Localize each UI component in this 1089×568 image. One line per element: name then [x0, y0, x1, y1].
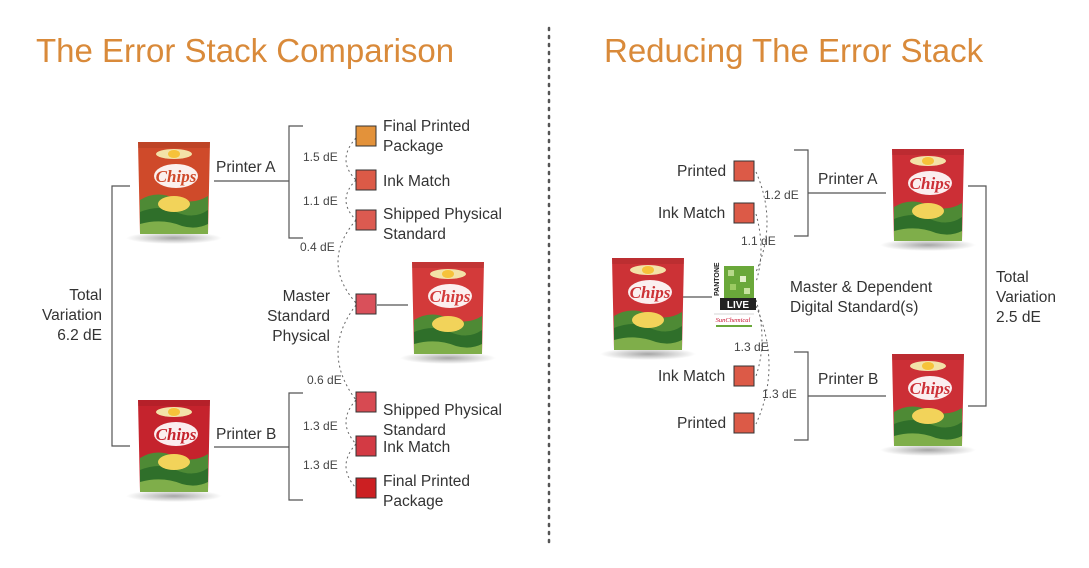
right-printer-b-label: Printer B: [818, 371, 879, 388]
label-ink-match-b: Ink Match: [383, 439, 451, 456]
right-dotted-arcs: [755, 171, 770, 425]
chip-bag-right-printer-b: [880, 354, 976, 456]
de-label: 1.2 dE: [764, 188, 799, 202]
de-label: 1.3 dE: [303, 419, 338, 433]
pantone-live-logo: LIVE PANTONE SunChemical: [712, 262, 756, 330]
chip-bag-master: [400, 262, 496, 364]
de-label: 1.3 dE: [734, 340, 769, 354]
svg-text:SunChemical: SunChemical: [716, 317, 751, 324]
label-shipped-standard-b: Shipped Physical Standard: [383, 402, 502, 439]
label-ink-match-bottom: Ink Match: [658, 368, 726, 385]
left-printer-b-label: Printer B: [216, 426, 277, 443]
swatch-master-standard: [355, 293, 377, 315]
svg-text:PANTONE: PANTONE: [714, 262, 721, 296]
label-shipped-standard-a: Shipped Physical Standard: [383, 206, 502, 243]
chip-bag-right-printer-a: [880, 149, 976, 251]
de-label: 1.3 dE: [762, 387, 797, 401]
chip-bag-printer-b: [126, 400, 222, 502]
de-label: 0.6 dE: [307, 373, 342, 387]
swatch-shipped-standard-b: [355, 391, 377, 413]
right-connectors: [678, 149, 987, 441]
right-total-variation: Total Variation 2.5 dE: [996, 269, 1057, 326]
de-label: 1.5 dE: [303, 150, 338, 164]
swatch-final-printed-a: [355, 125, 377, 147]
swatch-ink-match-a: [355, 169, 377, 191]
label-ink-match-top: Ink Match: [658, 205, 726, 222]
label-ink-match-a: Ink Match: [383, 173, 451, 190]
left-master-standard-label: Master Standard Physical: [267, 288, 330, 345]
left-connectors: [111, 125, 408, 501]
left-printer-a-label: Printer A: [216, 159, 276, 176]
label-final-printed-a: Final Printed Package: [383, 118, 471, 155]
de-label: 1.1 dE: [741, 234, 776, 248]
label-printed-bottom: Printed: [677, 415, 727, 432]
svg-text:LIVE: LIVE: [727, 300, 750, 311]
swatch-ink-match-b: [355, 435, 377, 457]
swatch-final-printed-b: [355, 477, 377, 499]
right-title: Reducing The Error Stack: [604, 32, 984, 69]
right-printer-a-label: Printer A: [818, 171, 878, 188]
swatch-ink-match-top: [733, 202, 755, 224]
left-dotted-arcs: [337, 137, 357, 489]
de-label: 1.3 dE: [303, 458, 338, 472]
chip-bag-digital-master: [600, 258, 696, 360]
swatch-shipped-standard-a: [355, 209, 377, 231]
label-final-printed-b: Final Printed Package: [383, 473, 471, 510]
swatch-printed-top: [733, 160, 755, 182]
left-total-variation: Total Variation 6.2 dE: [41, 287, 102, 344]
swatch-printed-bottom: [733, 412, 755, 434]
swatch-ink-match-bottom: [733, 365, 755, 387]
digital-standard-label: Master & Dependent Digital Standard(s): [790, 279, 933, 316]
label-printed-top: Printed: [677, 163, 727, 180]
chip-bag-printer-a: [126, 142, 222, 244]
de-label: 0.4 dE: [300, 240, 335, 254]
left-title: The Error Stack Comparison: [36, 32, 455, 69]
de-label: 1.1 dE: [303, 194, 338, 208]
